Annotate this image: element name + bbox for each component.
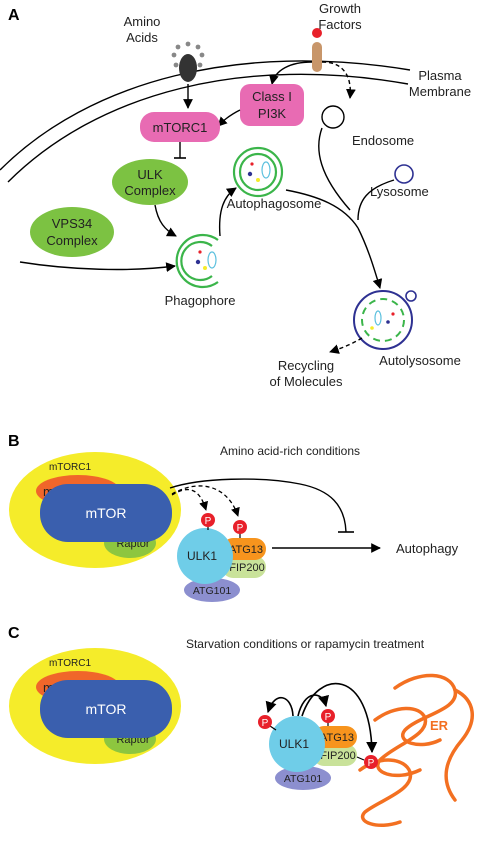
arrow-autolysosome-to-recycling bbox=[329, 337, 363, 354]
plasma-membrane-label-line2: Membrane bbox=[409, 84, 471, 99]
b-ulk1-label: ULK1 bbox=[187, 549, 217, 563]
ulk-complex-label-line2: Complex bbox=[124, 183, 176, 198]
arrow-to-autolysosome bbox=[357, 227, 383, 289]
growth-factor-ligand bbox=[312, 28, 322, 38]
b-atg101-label: ATG101 bbox=[193, 585, 231, 597]
autophagosome-icon bbox=[232, 146, 284, 198]
b-phospho-atg13 bbox=[233, 520, 247, 534]
c-arrow-ulk1-to-fip200 bbox=[301, 682, 378, 754]
recycling-label-line1: Recycling bbox=[278, 358, 334, 373]
b-fip200-label: FIP200 bbox=[229, 562, 264, 574]
phagophore-icon bbox=[175, 233, 219, 289]
panel-b-condition: Amino acid-rich conditions bbox=[220, 444, 360, 458]
vps34-complex-node bbox=[30, 207, 114, 257]
c-phospho-ulk1-label: P bbox=[262, 718, 269, 729]
b-phospho-ulk1-label: P bbox=[205, 516, 212, 527]
arrow-receptor-to-endosome bbox=[321, 61, 356, 99]
amino-acid-transporter bbox=[179, 54, 197, 82]
b-phospho-atg13-label: P bbox=[237, 523, 244, 534]
vps34-complex-label-line2: Complex bbox=[46, 233, 98, 248]
recycling-label-line2: of Molecules bbox=[270, 374, 343, 389]
b-mtorc1-label: mTORC1 bbox=[49, 462, 91, 473]
growth-factor-receptor bbox=[312, 42, 322, 72]
c-arrow-ulk1-autophos bbox=[265, 697, 294, 717]
b-phospho-ulk1 bbox=[201, 513, 215, 527]
endosome-label: Endosome bbox=[352, 133, 414, 148]
amino-acids-label-line1: Amino bbox=[124, 14, 161, 29]
b-mtor-label: mTOR bbox=[86, 505, 127, 521]
line-autophagosome-to-fusion bbox=[285, 189, 359, 229]
b-atg101-node bbox=[184, 578, 240, 602]
c-ulk1-node bbox=[269, 716, 325, 772]
b-fip200-node bbox=[222, 556, 266, 578]
line-lysosome-to-fusion bbox=[357, 179, 395, 221]
c-atg101-label: ATG101 bbox=[284, 773, 322, 785]
panel-b-label: B bbox=[8, 433, 20, 450]
b-arrow-mtor-to-atg13 bbox=[171, 485, 240, 517]
class-i-pi3k-label-line1: Class I bbox=[252, 89, 292, 104]
c-phospho-fip200-label: P bbox=[368, 758, 375, 769]
er-label: ER bbox=[430, 718, 449, 733]
arrow-ulk-to-phagophore bbox=[154, 204, 177, 237]
autophagosome-label: Autophagosome bbox=[227, 196, 322, 211]
c-atg101-node bbox=[275, 766, 331, 790]
ulk-complex-node bbox=[112, 159, 188, 205]
arrow-phagophore-to-autophagosome bbox=[218, 187, 237, 237]
plasma-membrane-outer bbox=[0, 60, 411, 171]
c-phospho-atg13-label: P bbox=[325, 712, 332, 723]
c-atg13-label: ATG13 bbox=[320, 732, 354, 744]
amino-acids-label-line2: Acids bbox=[126, 30, 158, 45]
plasma-membrane-label-line1: Plasma bbox=[418, 68, 462, 83]
b-inhibit-mtor-to-autophagy bbox=[169, 478, 347, 533]
panel-a-label: A bbox=[8, 7, 20, 24]
panel-c-label: C bbox=[8, 625, 20, 642]
amino-acid-dots bbox=[171, 41, 205, 68]
class-i-pi3k-label-line2: PI3K bbox=[258, 106, 287, 121]
arrow-pi3k-to-mtorc1 bbox=[217, 109, 241, 127]
ulk-complex-label-line1: ULK bbox=[137, 167, 163, 182]
b-atg13-label: ATG13 bbox=[229, 544, 263, 556]
er-icon bbox=[358, 673, 474, 827]
c-phospho-fip200 bbox=[364, 755, 378, 769]
arrow-vps34-to-phagophore bbox=[19, 261, 176, 273]
mtorc1-node bbox=[140, 112, 220, 142]
c-mtor-node bbox=[40, 680, 172, 738]
line-endosome-to-fusion bbox=[318, 127, 351, 211]
b-ulk1-node bbox=[177, 528, 233, 584]
mtorc1-label: mTORC1 bbox=[153, 120, 208, 135]
growth-factors-label-line1: Growth bbox=[319, 1, 361, 16]
c-mtor-label: mTOR bbox=[86, 701, 127, 717]
b-atg13-node bbox=[222, 538, 266, 560]
endosome-icon bbox=[321, 105, 345, 129]
b-mtor-node bbox=[40, 484, 172, 542]
autolysosome-icon bbox=[353, 290, 417, 350]
vps34-complex-label-line1: VPS34 bbox=[52, 216, 92, 231]
growth-factors-label-line2: Factors bbox=[318, 17, 362, 32]
plasma-membrane-inner bbox=[7, 73, 409, 183]
lysosome-icon bbox=[394, 164, 414, 184]
lysosome-label: Lysosome bbox=[370, 184, 429, 199]
c-phospho-ulk1 bbox=[258, 715, 272, 729]
b-arrow-mtor-to-ulk1 bbox=[171, 488, 209, 511]
arrow-receptor-to-pi3k bbox=[269, 61, 313, 85]
panel-c-condition: Starvation conditions or rapamycin treat… bbox=[186, 637, 425, 651]
b-autophagy-label: Autophagy bbox=[396, 541, 459, 556]
c-ulk1-label: ULK1 bbox=[279, 737, 309, 751]
c-fip200-label: FIP200 bbox=[320, 750, 355, 762]
autolysosome-label: Autolysosome bbox=[379, 353, 461, 368]
class-i-pi3k-node bbox=[240, 84, 304, 126]
c-mtorc1-label: mTORC1 bbox=[49, 658, 91, 669]
c-phospho-atg13 bbox=[321, 709, 335, 723]
phagophore-label: Phagophore bbox=[165, 293, 236, 308]
